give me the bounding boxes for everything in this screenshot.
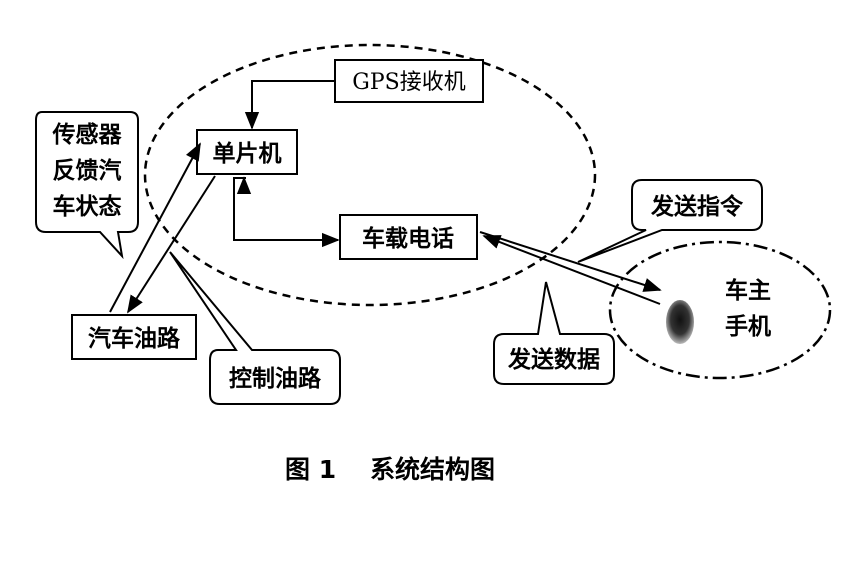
sensor-callout-line-2: 反馈汽 [53, 157, 122, 184]
owner-phone-icon [666, 300, 694, 344]
gps-to-mcu-arrow [244, 80, 335, 130]
sensor-feedback-callout: 传感器 反馈汽 车状态 [35, 111, 139, 260]
vehicle-phone-label: 车载电话 [362, 225, 454, 252]
gps-receiver-label: GPS接收机 [352, 70, 465, 95]
onboard-system-boundary [143, 43, 597, 307]
mcu-to-fuel-arrow [127, 175, 216, 314]
mcu-phone-arrow [233, 177, 340, 248]
send-data-callout: 发送数据 [493, 281, 615, 385]
mcu-label: 单片机 [213, 141, 282, 167]
gps-receiver-box: GPS接收机 [334, 59, 484, 103]
mcu-box: 单片机 [196, 129, 298, 175]
fuel-to-mcu-arrow [109, 142, 201, 313]
control-fuel-callout: 控制油路 [169, 251, 341, 405]
vehicle-phone-box: 车载电话 [339, 214, 478, 260]
owner-to-phone-arrow [482, 235, 661, 305]
send-command-label: 发送指令 [650, 193, 744, 220]
figure-number: 图 1 [285, 455, 336, 484]
send-command-callout: 发送指令 [577, 179, 763, 263]
send-data-label: 发送数据 [507, 346, 600, 373]
sensor-callout-line-3: 车状态 [53, 193, 122, 220]
owner-phone-line-2: 手机 [725, 314, 771, 340]
owner-phone-line-1: 车主 [725, 277, 771, 304]
figure-title: 系统结构图 [370, 455, 495, 484]
phone-to-owner-arrow [479, 231, 662, 292]
fuel-line-box: 汽车油路 [71, 314, 197, 360]
fuel-line-label: 汽车油路 [88, 325, 181, 352]
sensor-callout-line-1: 传感器 [52, 121, 123, 148]
owner-phone-boundary [608, 240, 832, 380]
control-fuel-label: 控制油路 [229, 365, 322, 392]
